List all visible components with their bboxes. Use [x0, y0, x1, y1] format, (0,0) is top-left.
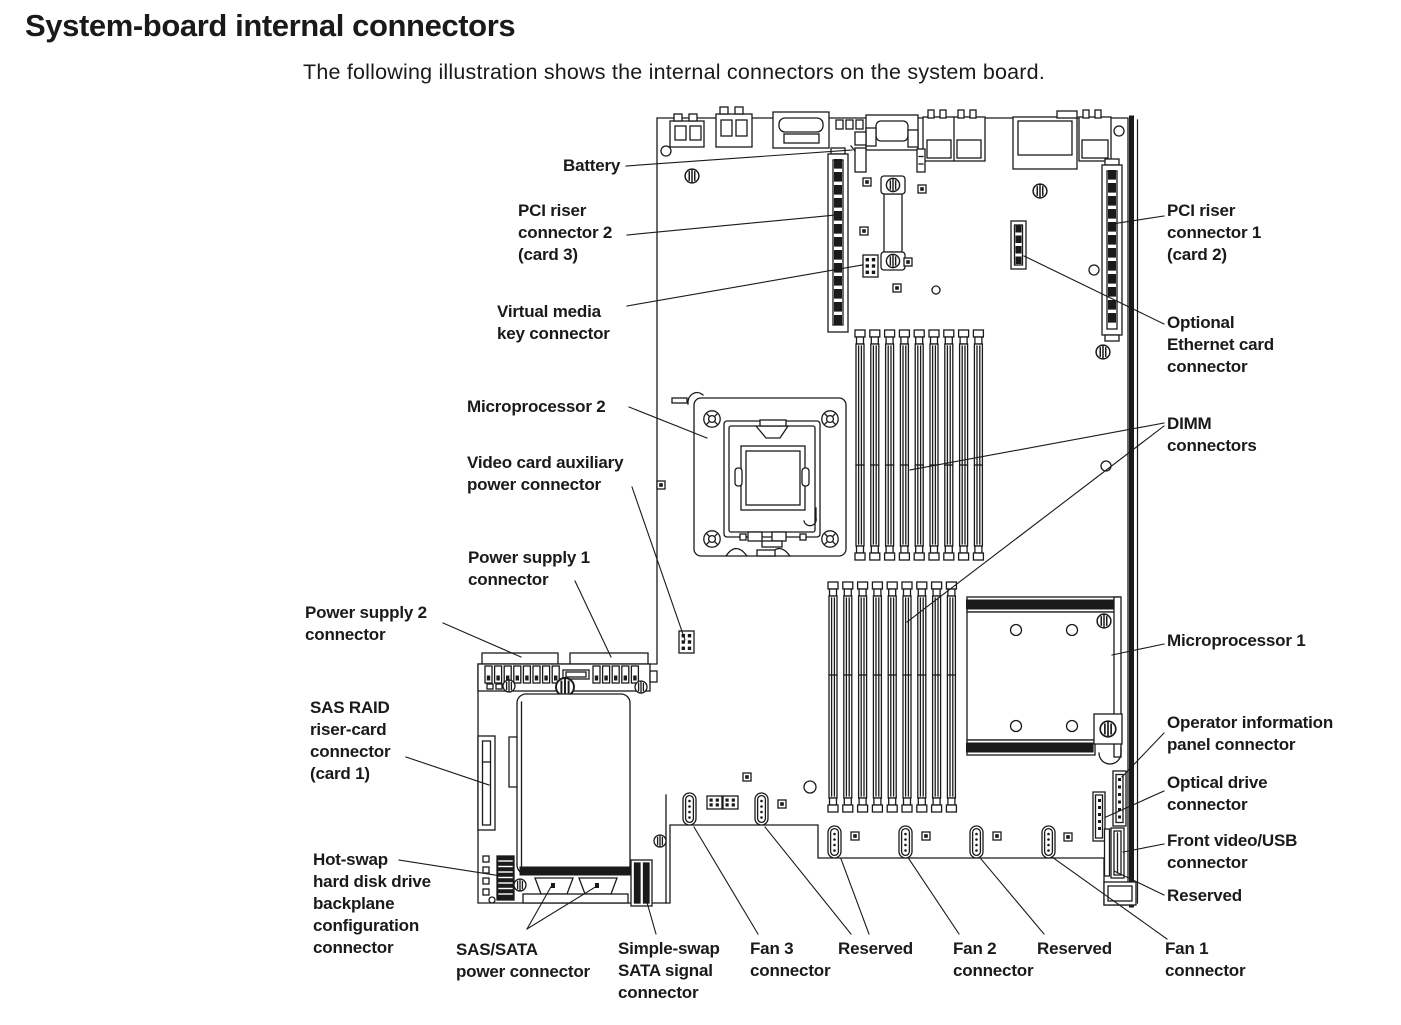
callout-simple-swap-sata: Simple-swap SATA signal connector — [618, 939, 720, 1002]
callout-fan-1: Fan 1 connector — [1165, 939, 1246, 980]
callout-sas-sata-power: SAS/SATA power connector — [456, 940, 590, 981]
fan-2-connector — [827, 825, 842, 859]
callout-virtual-media: Virtual media key connector — [497, 302, 610, 343]
reserved-connector-1 — [754, 792, 769, 826]
ethernet-ports — [922, 109, 986, 162]
ethernet-port-right — [1078, 109, 1112, 162]
reserved-connector-3 — [969, 825, 984, 859]
optical-drive-connector — [1092, 791, 1106, 842]
callout-reserved-bottom-2: Reserved — [1037, 939, 1112, 958]
hot-swap-backplane-connector — [482, 855, 527, 904]
reserved-corner-box — [1103, 881, 1137, 906]
operator-panel-connector — [1112, 770, 1127, 827]
jumpers-and-holes — [656, 125, 1125, 629]
power-supply-2-connector — [481, 652, 559, 665]
page-title: System-board internal connectors — [25, 8, 516, 43]
callout-fan-2: Fan 2 connector — [953, 939, 1034, 980]
dimm-bank-front — [827, 581, 958, 813]
callout-power-supply-1: Power supply 1 connector — [468, 548, 590, 589]
callout-dimm: DIMM connectors — [1167, 414, 1257, 455]
callout-sas-raid-riser: SAS RAID riser-card connector (card 1) — [310, 698, 391, 783]
virtual-media-key-connector — [862, 254, 879, 278]
callout-hot-swap-backplane: Hot-swap hard disk drive backplane confi… — [313, 850, 431, 957]
retention-bracket-connector — [880, 175, 906, 271]
sas-sata-power-connectors — [519, 866, 633, 904]
sas-raid-riser-slot — [477, 735, 496, 831]
page-subtitle: The following illustration shows the int… — [303, 60, 1046, 84]
vga-port — [772, 111, 830, 149]
reserved-connector-2 — [898, 825, 913, 859]
callout-microprocessor-1: Microprocessor 1 — [1167, 631, 1306, 650]
fan-3-connector — [682, 792, 697, 826]
small-header — [916, 148, 926, 173]
callout-pci-riser-2: PCI riser connector 2 (card 3) — [518, 201, 613, 264]
battery-connector — [850, 131, 867, 173]
serial-port — [865, 114, 919, 151]
callout-operator-panel: Operator information panel connector — [1167, 713, 1334, 754]
power-supply-1-connector — [569, 652, 649, 665]
callout-reserved-right: Reserved — [1167, 886, 1242, 905]
sas-raid-riser-area — [477, 693, 631, 875]
callout-ethernet-card: Optional Ethernet card connector — [1167, 313, 1274, 376]
rear-io-ports — [669, 106, 1112, 170]
fan-1-connector — [1041, 825, 1056, 859]
callout-video-aux-power: Video card auxiliary power connector — [467, 453, 624, 494]
callout-fan-3: Fan 3 connector — [750, 939, 831, 980]
callout-optical-drive: Optical drive connector — [1167, 773, 1268, 814]
management-port-block — [1012, 110, 1078, 170]
dimm-bank-rear — [854, 329, 985, 561]
callout-pci-riser-1: PCI riser connector 1 (card 2) — [1167, 201, 1262, 264]
microprocessor-2-socket — [671, 391, 847, 557]
ethernet-card-connector — [1010, 220, 1027, 270]
power-supply-connectors — [477, 652, 658, 697]
pci-riser-2-slot — [827, 147, 849, 333]
callout-battery: Battery — [563, 156, 621, 175]
front-video-usb-connector — [1103, 827, 1125, 879]
callout-power-supply-2: Power supply 2 connector — [305, 603, 427, 644]
microprocessor-1-socket — [966, 596, 1123, 765]
simple-swap-sata-connector — [630, 859, 653, 907]
video-aux-power-connector — [678, 630, 695, 654]
callout-reserved-bottom-1: Reserved — [838, 939, 913, 958]
leader-lines — [398, 149, 1168, 940]
callout-front-video-usb: Front video/USB connector — [1167, 831, 1298, 872]
callout-microprocessor-2: Microprocessor 2 — [467, 397, 606, 416]
pci-riser-1-slot — [1101, 158, 1123, 342]
